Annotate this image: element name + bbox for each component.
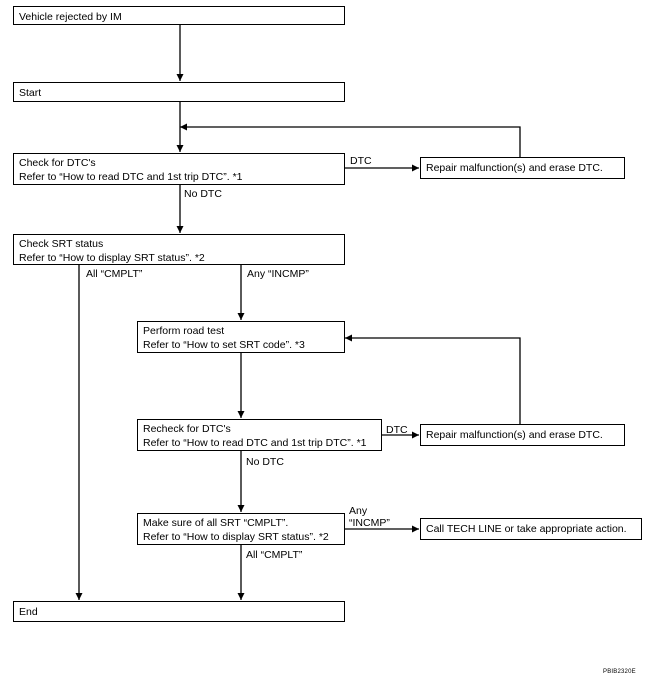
label-any-incmp-1: Any “INCMP” bbox=[247, 268, 309, 280]
step-repair-2: Repair malfunction(s) and erase DTC. bbox=[420, 424, 625, 446]
label-incmp-2: “INCMP” bbox=[349, 517, 390, 529]
step-vehicle-rejected: Vehicle rejected by IM bbox=[13, 6, 345, 25]
step-end-text: End bbox=[19, 606, 38, 618]
label-dtc-2: DTC bbox=[386, 424, 408, 436]
step-check-srt: Check SRT status Refer to “How to displa… bbox=[13, 234, 345, 265]
label-no-dtc-1: No DTC bbox=[184, 188, 222, 200]
step-check-srt-line2: Refer to “How to display SRT status”. *2 bbox=[19, 252, 205, 264]
step-road-test-line1: Perform road test bbox=[143, 325, 225, 337]
step-recheck-dtc-line1: Recheck for DTC's bbox=[143, 423, 231, 435]
step-repair-1: Repair malfunction(s) and erase DTC. bbox=[420, 157, 625, 179]
label-all-cmplt-1: All “CMPLT” bbox=[86, 268, 143, 280]
step-recheck-dtc: Recheck for DTC's Refer to “How to read … bbox=[137, 419, 382, 451]
step-make-sure-line1: Make sure of all SRT “CMPLT”. bbox=[143, 517, 289, 529]
step-start-text: Start bbox=[19, 87, 42, 99]
step-make-sure-line2: Refer to “How to display SRT status”. *2 bbox=[143, 531, 329, 543]
figure-code: PBIB2320E bbox=[603, 669, 636, 675]
step-road-test: Perform road test Refer to “How to set S… bbox=[137, 321, 345, 353]
step-tech-line-text: Call TECH LINE or take appropriate actio… bbox=[426, 523, 627, 535]
step-check-srt-line1: Check SRT status bbox=[19, 238, 104, 250]
arrow-repair-1-loop bbox=[180, 123, 521, 157]
step-recheck-dtc-line2: Refer to “How to read DTC and 1st trip D… bbox=[143, 437, 367, 449]
step-make-sure: Make sure of all SRT “CMPLT”. Refer to “… bbox=[137, 513, 345, 545]
step-end: End bbox=[13, 601, 345, 622]
step-check-dtc: Check for DTC's Refer to “How to read DT… bbox=[13, 153, 345, 185]
step-repair-2-text: Repair malfunction(s) and erase DTC. bbox=[426, 429, 603, 441]
label-no-dtc-2: No DTC bbox=[246, 456, 284, 468]
label-dtc-1: DTC bbox=[350, 155, 372, 167]
arrow-repair-2-loop bbox=[345, 334, 521, 424]
label-any: Any bbox=[349, 505, 368, 517]
step-start: Start bbox=[13, 82, 345, 102]
step-road-test-line2: Refer to “How to set SRT code”. *3 bbox=[143, 339, 305, 351]
step-tech-line: Call TECH LINE or take appropriate actio… bbox=[420, 518, 642, 540]
label-all-cmplt-2: All “CMPLT” bbox=[246, 549, 303, 561]
step-vehicle-rejected-text: Vehicle rejected by IM bbox=[19, 11, 122, 23]
step-check-dtc-line2: Refer to “How to read DTC and 1st trip D… bbox=[19, 171, 243, 183]
step-repair-1-text: Repair malfunction(s) and erase DTC. bbox=[426, 162, 603, 174]
step-check-dtc-line1: Check for DTC's bbox=[19, 157, 96, 169]
